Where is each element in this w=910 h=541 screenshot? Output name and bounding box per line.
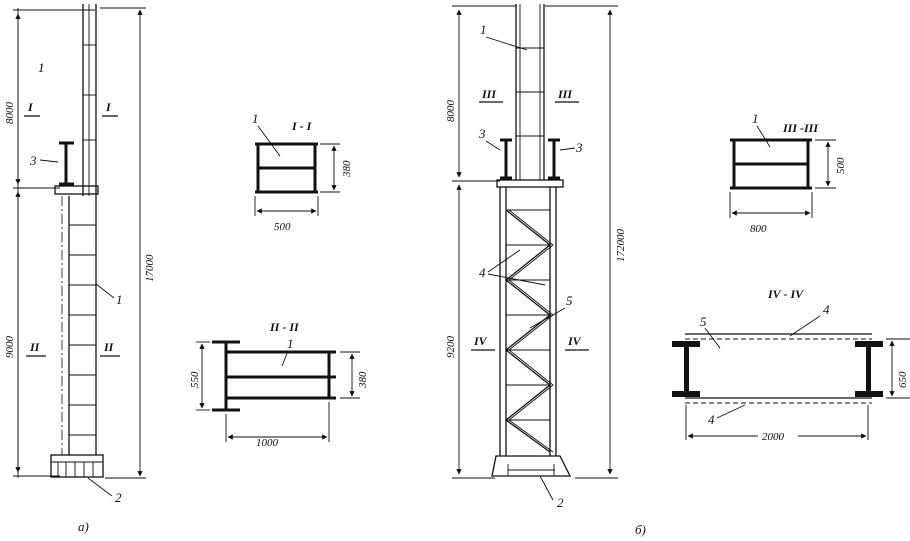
view-a-dim-upper: 8000 (4, 102, 16, 125)
view-b-dim-upper: 8000 (445, 100, 457, 123)
section-2: II - II 1 550 380 1000 (189, 320, 369, 449)
section-1-label: 1 (252, 111, 259, 126)
view-b-section-mark-right-upper: III (557, 87, 573, 101)
section-4-left-web (684, 341, 689, 397)
view-a-leader-column (95, 283, 115, 299)
view-a-leader-base (87, 477, 113, 497)
view-b-step-plate (496, 179, 564, 188)
view-a-caption: а) (78, 519, 89, 534)
view-b-leader-lattice-2 (487, 273, 546, 286)
section-3-width: 800 (750, 223, 767, 235)
section-1-height: 380 (341, 160, 353, 178)
section-4: IV - IV 4 5 4 650 2000 (672, 287, 910, 443)
view-b-section-mark-left-upper: III (481, 87, 497, 101)
section-2-width: 1000 (256, 437, 279, 449)
section-4-left-bottom-flange (672, 391, 700, 397)
section-4-height: 650 (897, 371, 909, 388)
section-4-leader-top (789, 315, 821, 337)
view-a-section-mark-right-lower: II (103, 340, 115, 354)
section-4-width: 2000 (762, 431, 785, 443)
section-4-title: IV - IV (767, 287, 804, 301)
view-b-label-base: 2 (557, 495, 564, 510)
view-b-label-lattice: 4 (479, 265, 486, 280)
view-a-label-beam: 3 (29, 153, 37, 168)
view-a-label-base: 2 (115, 490, 122, 505)
section-2-height-inner: 380 (357, 371, 369, 389)
section-4-width-bg (758, 429, 798, 443)
view-b-leader-lattice-1 (487, 249, 521, 273)
section-4-leader-post (704, 327, 721, 349)
view-b-label-column-top: 1 (480, 22, 487, 37)
view-b-label-post: 5 (566, 293, 573, 308)
view-b-dim-total: 172000 (615, 229, 627, 263)
section-4-leader-bottom (716, 404, 746, 419)
section-3-label: 1 (752, 111, 759, 126)
section-4-label-top: 4 (823, 302, 830, 317)
section-3-height: 500 (835, 157, 847, 174)
section-3: III -III 1 500 800 (729, 111, 847, 235)
section-1-title: I - I (291, 119, 313, 133)
section-2-title: II - II (269, 320, 300, 334)
section-1-width: 500 (274, 221, 291, 233)
view-a-section-mark-left-lower: II (29, 340, 41, 354)
section-1-leader (257, 125, 281, 157)
view-a-label-top-note: 1 (38, 60, 45, 75)
view-b-section-mark-right-lower: IV (567, 334, 582, 348)
view-b-column: 8000 9200 172000 (445, 4, 646, 537)
view-a-section-mark-left-upper: I (27, 100, 34, 114)
section-3-title: III -III (782, 121, 819, 135)
section-3-leader (756, 125, 771, 148)
section-4-right-web (866, 341, 871, 397)
section-1: I - I 1 380 500 (252, 111, 353, 233)
view-a-column: 8000 9000 17000 (4, 4, 156, 534)
view-b-leader-column-top (485, 36, 528, 51)
view-b-caption: б) (635, 522, 646, 537)
view-a-dim-total: 17000 (144, 254, 156, 282)
view-b-dim-lower: 9200 (445, 336, 457, 359)
view-a-step-plate (54, 185, 99, 195)
view-b-lattice-diagonals (504, 209, 552, 453)
section-4-label-post: 5 (700, 314, 707, 329)
view-b-leader-base (539, 475, 554, 501)
view-a-label-column: 1 (116, 292, 123, 307)
view-a-section-mark-right-upper: I (105, 100, 112, 114)
view-b-lattice-diagonals-2 (508, 209, 554, 453)
view-b-leader-post (529, 307, 566, 329)
view-a-leader-beam (39, 159, 59, 163)
section-4-right-bottom-flange (855, 391, 883, 397)
view-b-leader-beam-left (485, 140, 501, 151)
view-a-base (50, 454, 104, 478)
view-b-section-mark-left-lower: IV (473, 334, 488, 348)
view-a-dim-lower: 9000 (4, 336, 16, 359)
view-b-label-beam-left: 3 (478, 126, 486, 141)
view-b-leader-beam-right (559, 147, 576, 151)
view-b-base (491, 455, 572, 477)
view-b-label-beam-right: 3 (575, 140, 583, 155)
section-4-label-bottom: 4 (708, 412, 715, 427)
section-2-label: 1 (287, 336, 294, 351)
section-2-height-outer: 550 (189, 371, 201, 388)
